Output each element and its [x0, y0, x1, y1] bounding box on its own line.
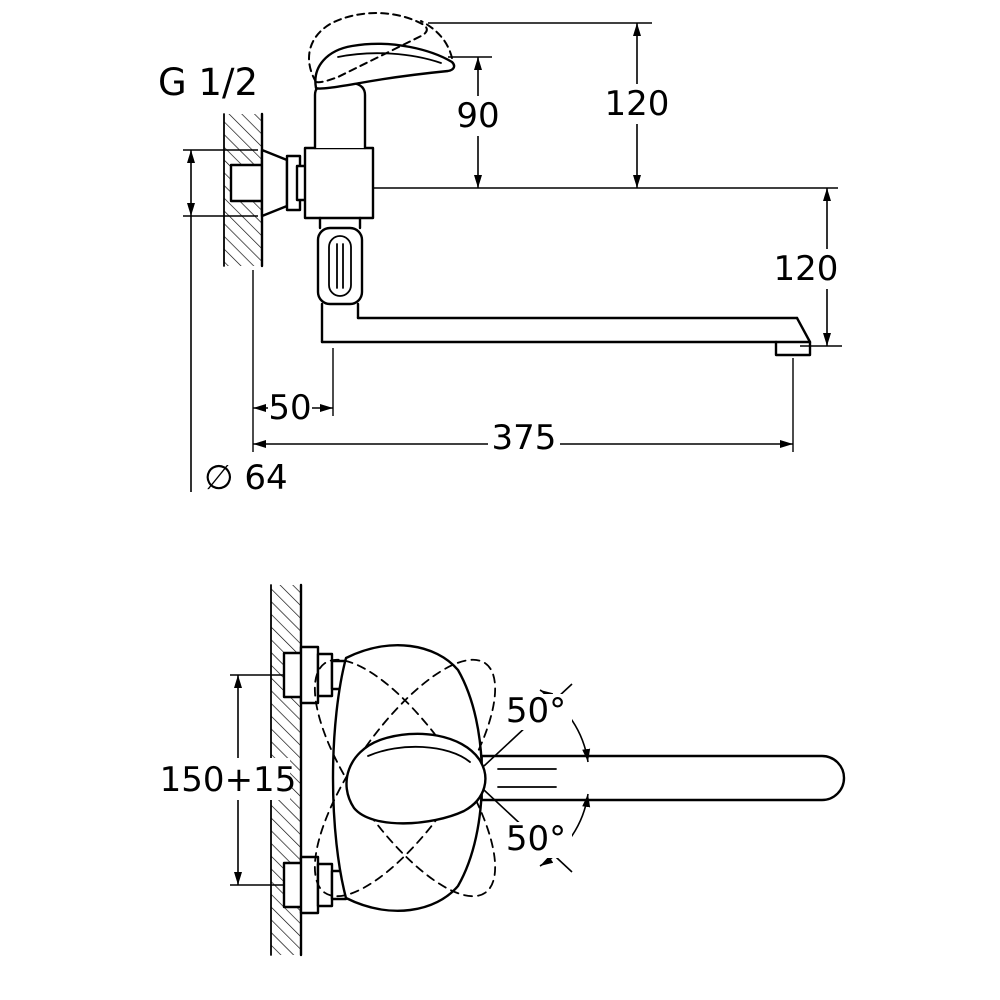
faucet-body-side: [303, 81, 375, 344]
dimension-wall-offset: 50: [252, 270, 334, 452]
handle-rotation-arc-dashed: [420, 20, 453, 59]
spout-side: [320, 316, 812, 357]
dim-375-label: 375: [492, 418, 557, 458]
escutcheon: [260, 148, 310, 218]
dimension-spout-drop: 120: [770, 188, 842, 347]
diverter-housing: [316, 226, 364, 306]
swivel-angle-up: 50°: [483, 683, 591, 767]
wall-pipe-connection: [229, 163, 264, 203]
dim-diameter-label: ∅ 64: [204, 458, 288, 498]
aerator: [774, 340, 812, 357]
dim-mounting-distance-label: 150+15: [160, 760, 297, 800]
angle-down-label: 50°: [506, 819, 566, 859]
thread-size-label: G 1/2: [158, 61, 258, 104]
dimension-spout-reach: 375: [253, 358, 794, 458]
mount-bottom: [282, 855, 348, 915]
diverter-knob: [328, 235, 352, 297]
lever-handle-front: [345, 732, 487, 825]
handle-raised-position-dashed: [308, 12, 428, 84]
dimension-mounting-distance: 150+15: [160, 674, 297, 886]
spout-front: [480, 754, 846, 802]
dim-120-right-label: 120: [774, 249, 839, 289]
dimension-handle-height: 90: [448, 56, 504, 188]
dimension-escutcheon-diameter: ∅ 64: [183, 149, 288, 498]
swivel-angle-down: 50°: [483, 789, 591, 873]
dim-50-label: 50: [268, 388, 311, 428]
dim-90-label: 90: [456, 96, 499, 136]
dimension-total-height: 120: [428, 22, 673, 188]
side-view: 90 120 120 50 375: [158, 12, 842, 498]
lever-handle-side: [308, 12, 456, 90]
dim-120-top-label: 120: [605, 84, 670, 124]
angle-up-label: 50°: [506, 691, 566, 731]
wall-section: [223, 112, 264, 268]
front-view: 50° 50° 150+15: [160, 583, 846, 957]
